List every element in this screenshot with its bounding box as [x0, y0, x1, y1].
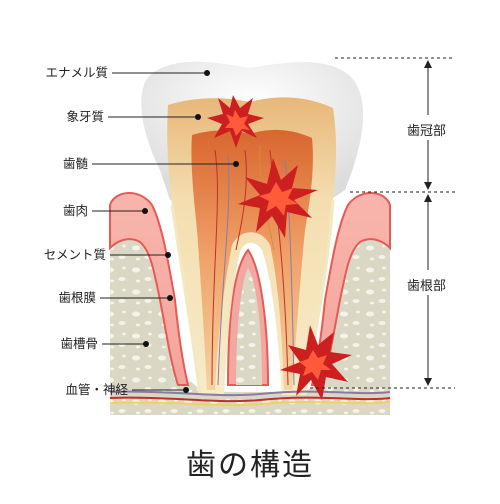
- page-title: 歯の構造: [186, 448, 314, 483]
- section-arrowheads: [424, 60, 432, 386]
- label-bone: 歯槽骨: [60, 336, 98, 351]
- label-pulp: 歯髄: [62, 156, 88, 171]
- pain-mark-3: [280, 325, 352, 400]
- bone-inner: [236, 268, 262, 385]
- label-enamel: エナメル質: [45, 65, 108, 80]
- section-crown: 歯冠部: [407, 124, 447, 139]
- section-root: 歯根部: [407, 279, 447, 294]
- label-ligament: 歯根膜: [58, 290, 96, 305]
- base-vessels: [109, 390, 391, 406]
- label-gum: 歯肉: [62, 203, 88, 218]
- label-dentin: 象牙質: [66, 109, 104, 124]
- leader-dots: [142, 70, 239, 393]
- section-guides: [310, 57, 455, 389]
- label-vessels: 血管・神経: [65, 382, 128, 397]
- pain-mark-1: [207, 95, 264, 148]
- pain-mark-2: [238, 158, 318, 238]
- label-cementum: セメント質: [43, 247, 106, 262]
- leader-lines: [92, 72, 236, 391]
- gum-left: [109, 192, 190, 386]
